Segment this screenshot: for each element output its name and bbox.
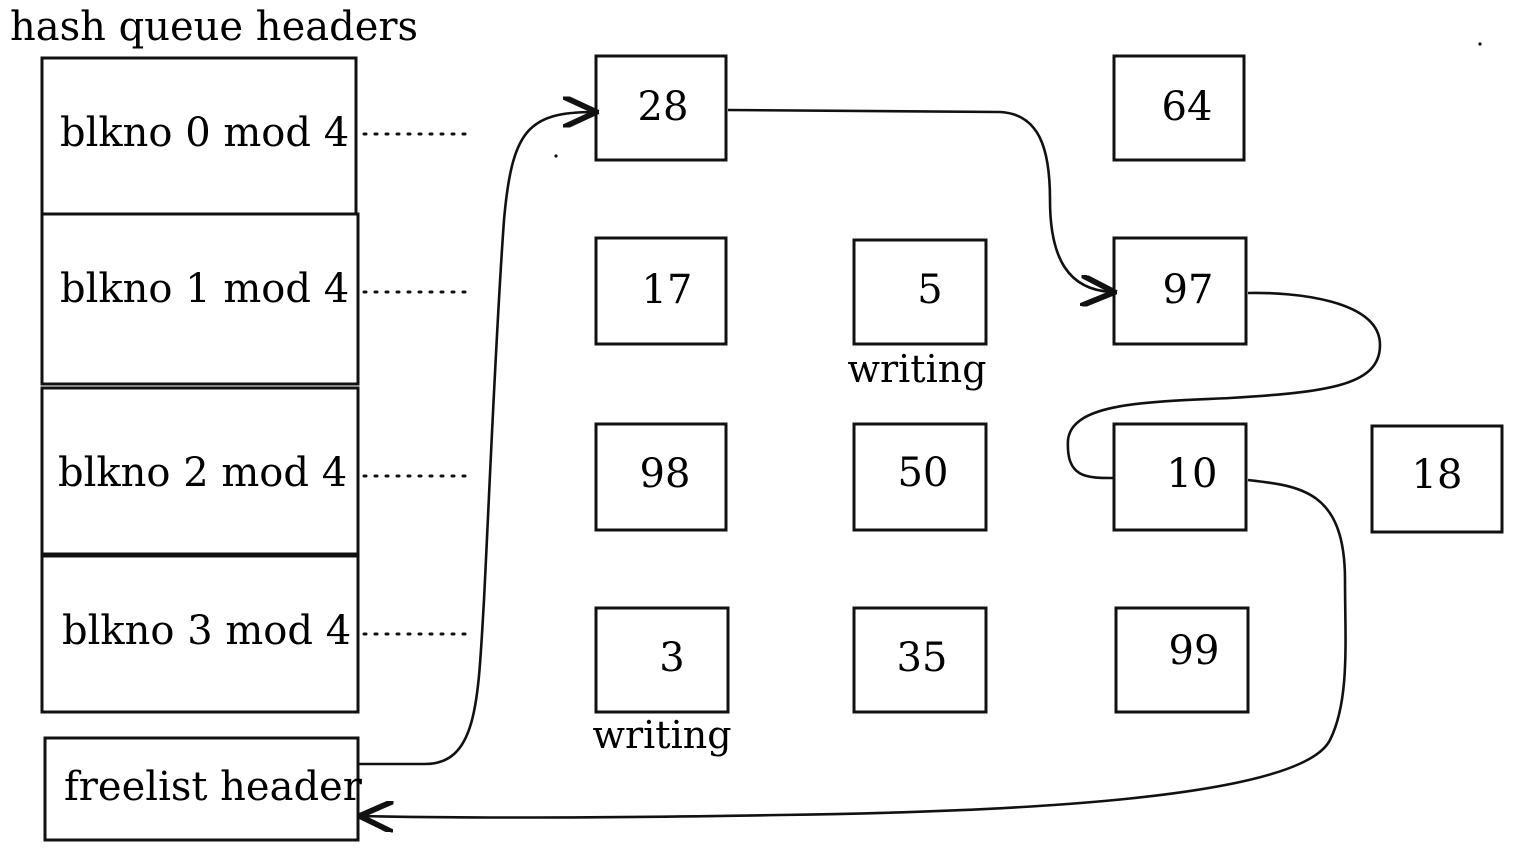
buffer-97: 97 <box>1112 236 1248 346</box>
buffer-50: 50 <box>852 422 988 532</box>
buffer-98: 98 <box>594 422 728 532</box>
freelist-header-label: freelist header <box>64 764 363 810</box>
buffer-box <box>594 606 730 714</box>
buffer-number: 17 <box>642 267 693 313</box>
hash-queue-headers: blkno 0 mod 4 blkno 1 mod 4 blkno 2 mod … <box>40 56 360 714</box>
buffer-box <box>594 236 728 346</box>
buffer-number: 28 <box>638 84 689 130</box>
buffer-box <box>1112 422 1248 532</box>
buffer-3: 3 writing <box>592 606 732 757</box>
hash-header-box-1 <box>40 212 360 386</box>
buffer-box <box>1114 606 1250 714</box>
freelist-link-28-to-97 <box>727 108 1112 292</box>
buffer-box <box>1112 54 1246 162</box>
buffer-number: 5 <box>917 267 942 313</box>
buffer-18: 18 <box>1370 424 1504 534</box>
buffer-number: 99 <box>1169 628 1220 674</box>
buffer-status-note: writing <box>847 347 986 391</box>
buffer-99: 99 <box>1114 606 1250 714</box>
hash-header-label-1: blkno 1 mod 4 <box>60 266 349 312</box>
buffer-number: 3 <box>659 635 684 681</box>
freelist-link-97-to-10 <box>1066 291 1382 480</box>
freelist-link-header-to-28 <box>358 112 594 766</box>
buffer-number: 35 <box>897 635 948 681</box>
hash-header-label-2: blkno 2 mod 4 <box>58 450 347 496</box>
freelist-link-10-to-header <box>362 478 1347 817</box>
buffer-5: 5 writing <box>847 238 988 391</box>
buffer-10: 10 <box>1112 422 1248 532</box>
hash-header-box-0 <box>40 56 358 216</box>
buffer-box <box>1112 236 1248 346</box>
diagram-title: hash queue headers <box>10 4 418 50</box>
buffer-number: 10 <box>1167 451 1218 497</box>
speck <box>554 154 558 158</box>
freelist-header: freelist header <box>43 736 363 842</box>
freelist-header-box <box>43 736 360 842</box>
hash-header-box-3 <box>40 554 360 714</box>
buffer-64: 64 <box>1112 54 1246 162</box>
buffer-box <box>852 238 988 346</box>
buffer-box <box>1370 424 1504 534</box>
buffer-number: 64 <box>1162 84 1213 130</box>
buffer-number: 18 <box>1412 452 1463 498</box>
hash-header-label-0: blkno 0 mod 4 <box>60 110 349 156</box>
speck <box>1478 42 1482 46</box>
buffer-box <box>594 422 728 532</box>
hash-header-box-2 <box>40 386 360 556</box>
buffer-17: 17 <box>594 236 728 346</box>
buffer-35: 35 <box>852 606 988 714</box>
buffer-box <box>852 606 988 714</box>
buffer-box <box>852 422 988 532</box>
buffer-number: 97 <box>1163 267 1214 313</box>
hash-header-label-3: blkno 3 mod 4 <box>62 608 351 654</box>
buffer-number: 50 <box>898 450 949 496</box>
buffer-number: 98 <box>640 451 691 497</box>
buffer-status-note: writing <box>592 713 731 757</box>
buffer-28: 28 <box>594 54 728 162</box>
